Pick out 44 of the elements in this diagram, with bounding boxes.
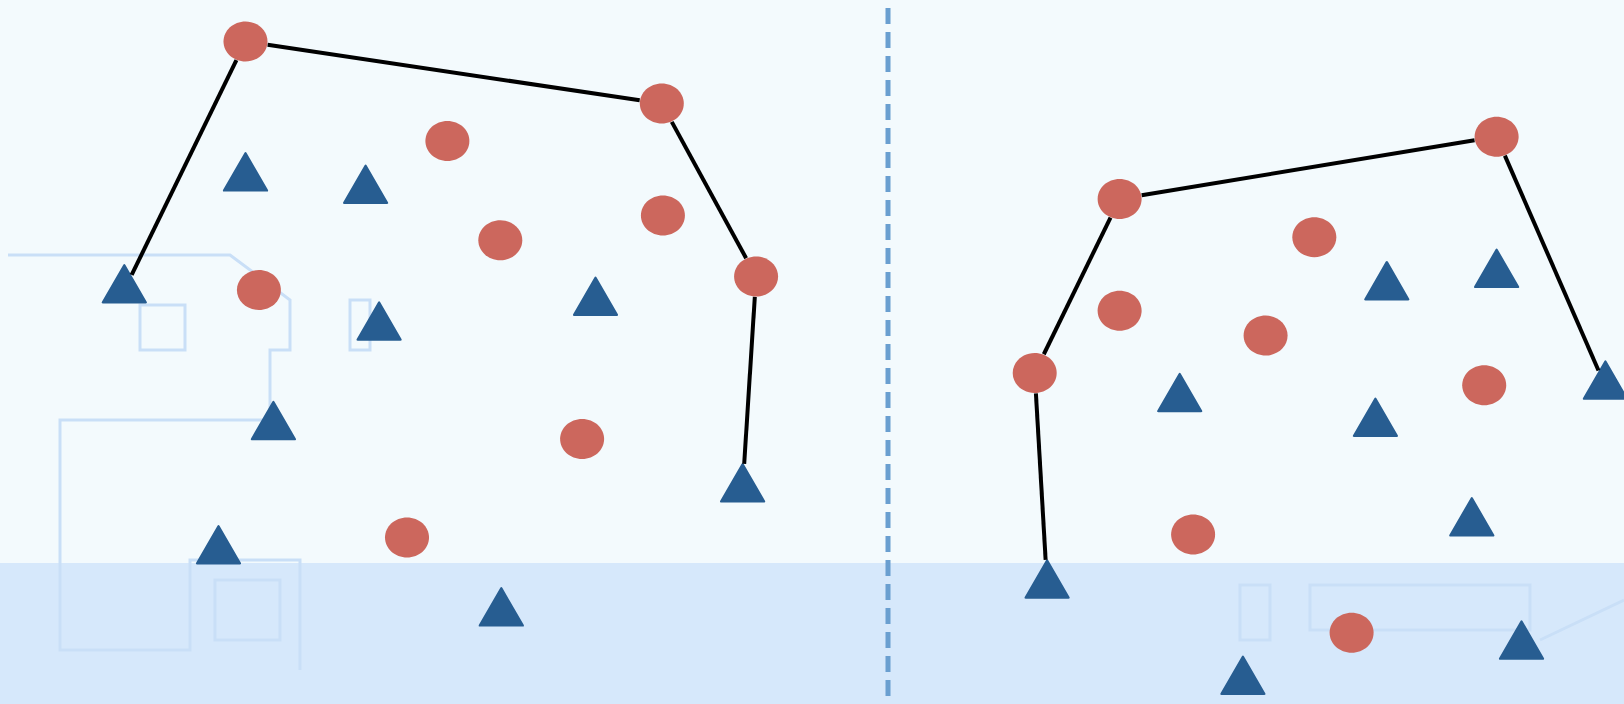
circle-marker <box>1012 352 1057 393</box>
triangle-marker <box>1352 397 1398 438</box>
connector-line <box>267 42 640 103</box>
connector-line <box>1503 154 1601 372</box>
circle-marker <box>478 220 523 261</box>
circle-marker <box>385 517 429 558</box>
circle-marker <box>1329 612 1374 653</box>
triangle-marker <box>720 462 766 503</box>
connector-line <box>670 120 748 260</box>
circle-marker <box>1462 365 1507 406</box>
triangle-marker <box>101 264 147 304</box>
connector-line <box>1042 216 1113 356</box>
circle-marker <box>236 270 281 310</box>
circle-marker <box>1097 178 1142 219</box>
circle-marker <box>425 120 470 161</box>
triangle-marker <box>1364 260 1410 301</box>
circle-marker <box>1474 116 1519 157</box>
triangle-marker <box>478 587 524 627</box>
triangle-marker <box>1449 497 1495 537</box>
circle-marker <box>223 21 268 62</box>
triangle-marker <box>1498 620 1545 660</box>
triangle-marker <box>1024 559 1070 599</box>
circle-marker <box>1097 290 1142 331</box>
connector-line <box>1033 393 1048 561</box>
triangle-marker <box>1474 248 1520 288</box>
triangle-marker <box>250 400 296 441</box>
connector-line <box>129 59 239 276</box>
triangle-marker <box>1220 655 1266 695</box>
triangle-marker <box>356 301 402 341</box>
circle-marker <box>734 256 779 297</box>
triangle-marker <box>1582 360 1624 400</box>
triangle-marker <box>572 276 619 316</box>
circle-marker <box>1292 217 1337 258</box>
triangle-marker <box>1157 372 1203 413</box>
triangle-marker <box>343 164 389 205</box>
circle-marker <box>640 195 685 236</box>
connector-line <box>742 296 757 464</box>
circle-marker <box>1243 315 1288 356</box>
triangle-marker <box>222 152 269 192</box>
connector-line <box>1141 138 1475 198</box>
circle-marker <box>560 419 605 460</box>
circle-marker <box>1171 514 1216 555</box>
triangle-marker <box>195 525 242 565</box>
circle-marker <box>639 83 684 124</box>
